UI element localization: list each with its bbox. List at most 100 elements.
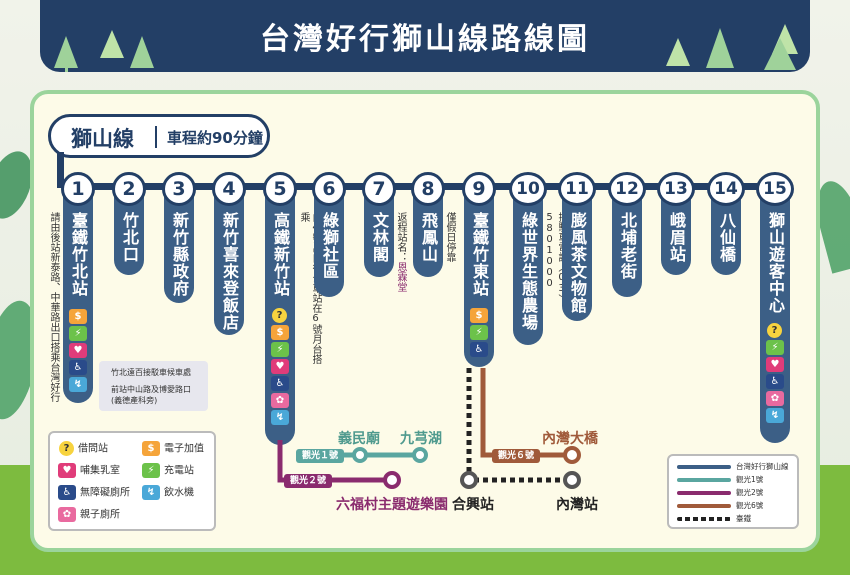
station-10-note: 接駁車電話（03）5801000	[544, 212, 567, 304]
station-7-note-prefix: 返程站名：	[395, 212, 406, 262]
station-name-6[interactable]: 綠獅社區	[320, 212, 339, 280]
route-legend-tour6-label: 觀光6號	[736, 501, 764, 510]
station-7-note: 返程站名：恩霖堂	[394, 212, 406, 322]
tour6-swatch	[677, 504, 731, 508]
legend-family-label: 親子廁所	[80, 509, 120, 521]
station-name-15[interactable]: 獅山遊客中心	[766, 212, 785, 314]
station-name-2[interactable]: 竹北口	[120, 212, 139, 263]
station-number-10: 10	[509, 172, 547, 206]
accessible-toilet-icon: ♿	[766, 374, 784, 389]
facility-legend: ? 借問站 $ 電子加值 ♥ 哺集乳室 ⚡ 充電站 ♿ 無障礙廁所 ↯ 飲水機 ✿ 親子廁所	[48, 431, 216, 531]
neiwan-stop-marker	[563, 471, 581, 489]
legend-nursing-label: 哺集乳室	[80, 465, 120, 477]
station-number-4: 4	[212, 172, 246, 206]
charging-icon: ⚡	[470, 325, 488, 340]
station-name-4[interactable]: 新竹喜來登飯店	[220, 212, 239, 331]
legend-water-label: 飲水機	[164, 487, 194, 499]
neiwan-bridge-stop-marker	[563, 446, 581, 464]
accessible-toilet-icon: ♿	[69, 360, 87, 375]
station-name-13[interactable]: 峨眉站	[667, 212, 686, 263]
borrow-station-icon: ?	[767, 323, 782, 338]
main-line-swatch	[677, 465, 731, 469]
station-name-14[interactable]: 八仙橋	[717, 212, 736, 263]
nursing-room-icon: ♥	[69, 343, 87, 358]
topup-icon: $	[142, 441, 160, 456]
route-legend-tour6: 觀光6號	[677, 501, 763, 511]
station-8-note: 僅假日停靠	[444, 212, 455, 262]
station-number-8: 8	[411, 172, 445, 206]
legend-water: ↯ 飲水機	[142, 485, 194, 501]
leofoo-stop-marker	[383, 471, 401, 489]
rail-swatch	[677, 517, 731, 521]
tour1-tag: 觀光１號	[296, 449, 344, 463]
route-legend-main: 台灣好行獅山線	[677, 462, 789, 472]
neiwan-label: 內灣站	[556, 497, 598, 513]
leofoo-label: 六福村主題遊樂園	[336, 497, 448, 513]
hexing-stop-marker	[460, 471, 478, 489]
station-name-11[interactable]: 膨風茶文物館	[568, 212, 587, 314]
nursing-room-icon: ♥	[766, 357, 784, 372]
route-legend-tour2: 觀光2號	[677, 488, 763, 498]
family-toilet-icon: ✿	[58, 507, 76, 522]
route-legend-main-label: 台灣好行獅山線	[736, 462, 789, 471]
charging-icon: ⚡	[142, 463, 160, 478]
station-number-9: 9	[462, 172, 496, 206]
route-name-pill: 獅山線 車程約90分鐘	[48, 114, 270, 158]
station-number-15: 15	[756, 172, 794, 206]
station-name-9[interactable]: 臺鐵竹東站	[470, 212, 489, 297]
yiminmiao-stop-marker	[352, 447, 368, 463]
station-name-3[interactable]: 新竹縣政府	[170, 212, 189, 297]
station-number-1: 1	[61, 172, 95, 206]
water-fountain-icon: ↯	[142, 485, 160, 500]
water-fountain-icon: ↯	[69, 377, 87, 392]
tour6-tag: 觀光６號	[492, 449, 540, 463]
tour1-swatch	[677, 478, 731, 482]
tour2-route-line	[277, 440, 392, 483]
legend-topup: $ 電子加值	[142, 441, 204, 457]
page-title: 台灣好行獅山線路線圖	[260, 22, 590, 57]
charging-icon: ⚡	[271, 342, 289, 357]
family-toilet-icon: ✿	[766, 391, 784, 406]
station-name-5[interactable]: 高鐵新竹站	[271, 212, 290, 297]
station-name-8[interactable]: 飛鳳山	[419, 212, 438, 263]
station-name-10[interactable]: 綠世界生態農場	[519, 212, 538, 331]
nursing-room-icon: ♥	[271, 359, 289, 374]
station-name-12[interactable]: 北埔老街	[618, 212, 637, 280]
legend-charging: ⚡ 充電站	[142, 463, 194, 479]
water-fountain-icon: ↯	[271, 410, 289, 425]
charging-icon: ⚡	[69, 326, 87, 341]
legend-topup-label: 電子加值	[164, 443, 204, 455]
nursing-room-icon: ♥	[58, 463, 76, 478]
route-name: 獅山線	[71, 127, 134, 151]
station-number-11: 11	[558, 172, 596, 206]
legend-charging-label: 充電站	[164, 465, 194, 477]
family-toilet-icon: ✿	[271, 393, 289, 408]
legend-family: ✿ 親子廁所	[58, 507, 120, 523]
tour6-route-line	[480, 368, 572, 458]
station-number-12: 12	[608, 172, 646, 206]
tree-icons-right	[666, 24, 798, 70]
route-duration: 車程約90分鐘	[167, 129, 263, 147]
accessible-toilet-icon: ♿	[58, 485, 76, 500]
legend-accessible: ♿ 無障礙廁所	[58, 485, 130, 501]
tree-icons-left	[54, 30, 154, 72]
station-7-return-name: 恩霖堂	[395, 262, 406, 292]
neiwan-bridge-label: 內灣大橋	[542, 431, 598, 447]
station-number-5: 5	[263, 172, 297, 206]
station-name-7[interactable]: 文林閣	[370, 212, 389, 263]
route-legend-tour2-label: 觀光2號	[736, 488, 764, 497]
route-legend-tour1-label: 觀光1號	[736, 475, 764, 484]
accessible-toilet-icon: ♿	[271, 376, 289, 391]
legend-borrow-label: 借問站	[78, 443, 108, 455]
callout-line-1: 竹北遠百接駁車候車處	[111, 368, 191, 377]
legend-nursing: ♥ 哺集乳室	[58, 463, 120, 479]
legend-accessible-label: 無障礙廁所	[80, 487, 130, 499]
borrow-station-icon: ?	[59, 441, 74, 456]
borrow-station-icon: ?	[272, 308, 287, 323]
station-number-2: 2	[112, 172, 146, 206]
station-name-1[interactable]: 臺鐵竹北站	[69, 212, 88, 297]
tour2-tag: 觀光２號	[284, 474, 332, 488]
route-legend-rail-label: 臺鐵	[736, 514, 751, 523]
jiuzhanhu-label: 九芎湖	[400, 431, 442, 447]
